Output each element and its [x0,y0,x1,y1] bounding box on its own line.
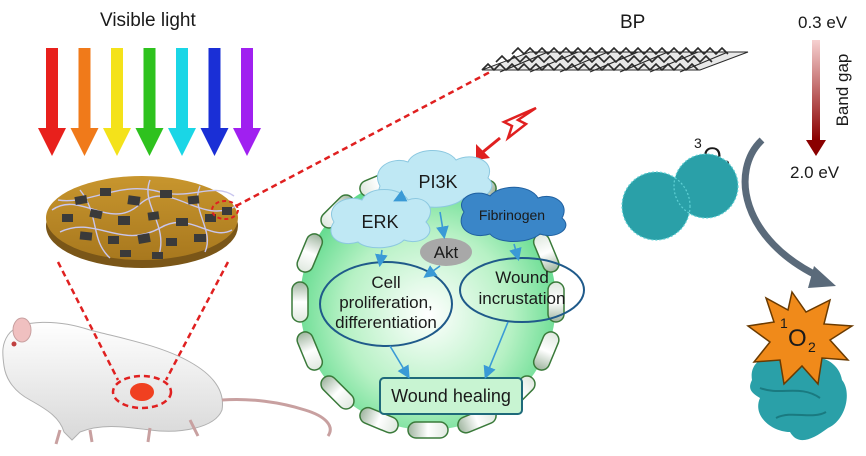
membrane-segment [532,331,560,371]
light-spectrum-arrows [38,48,261,156]
band-gap-arrowhead [806,140,826,156]
band-bottom-label: 2.0 eV [790,163,840,182]
svg-text:PI3K: PI3K [418,172,457,192]
membrane-segment [296,331,324,371]
membrane-segment [296,233,324,273]
membrane-segment [547,281,565,323]
band-gap-label: Band gap [833,54,852,127]
light-arrow-1 [38,48,66,156]
membrane-segment [320,375,355,410]
svg-text:differentiation: differentiation [335,313,437,332]
mouse-illustration [2,317,332,445]
bp-label: BP [620,12,645,33]
bp-nanosheet [481,46,749,73]
light-arrow-6 [200,48,229,156]
visible-light-label: Visible light [100,10,196,31]
bp-flakes [62,188,232,259]
zoom-connectors [56,70,491,381]
svg-text:Fibrinogen: Fibrinogen [479,207,545,223]
svg-text:2: 2 [808,339,816,355]
application-site-ring [111,374,173,410]
light-arrow-5 [168,48,196,156]
svg-text:incrustation: incrustation [479,289,566,308]
membrane-segment [291,281,309,323]
bacteria-damaged [750,356,847,441]
light-arrow-4 [135,48,164,156]
application-site [130,383,154,401]
svg-text:Wound: Wound [495,268,549,287]
bp-patch [46,176,239,268]
erk-node: ERK [330,189,431,249]
zoom-circle [211,200,239,220]
akt-node: Akt [420,238,472,266]
band-top-label: 0.3 eV [798,13,848,32]
svg-text:3: 3 [694,135,702,151]
bacteria-intact [621,153,739,241]
svg-text:Wound healing: Wound healing [391,386,511,406]
svg-text:ERK: ERK [361,212,398,232]
svg-text:1: 1 [780,315,788,331]
singlet-oxygen-burst: 1 O 2 [746,290,855,386]
wound-healing-node: Wound healing [379,377,523,415]
band-gap-bar [812,40,820,140]
light-arrow-3 [103,48,131,156]
light-arrow-2 [70,48,99,156]
conversion-arrow [741,137,824,282]
fibrinogen-node: Fibrinogen [460,186,567,242]
pathway-arrows [375,189,522,379]
svg-text:O: O [788,325,807,352]
svg-text:proliferation,: proliferation, [339,293,433,312]
svg-text:Cell: Cell [371,273,400,292]
lightning-icon [501,106,537,142]
membrane-segment [407,421,449,439]
wound-incrustation-node: Wound incrustation [459,257,585,323]
light-arrow-7 [233,48,261,156]
svg-text:Akt: Akt [434,243,459,262]
